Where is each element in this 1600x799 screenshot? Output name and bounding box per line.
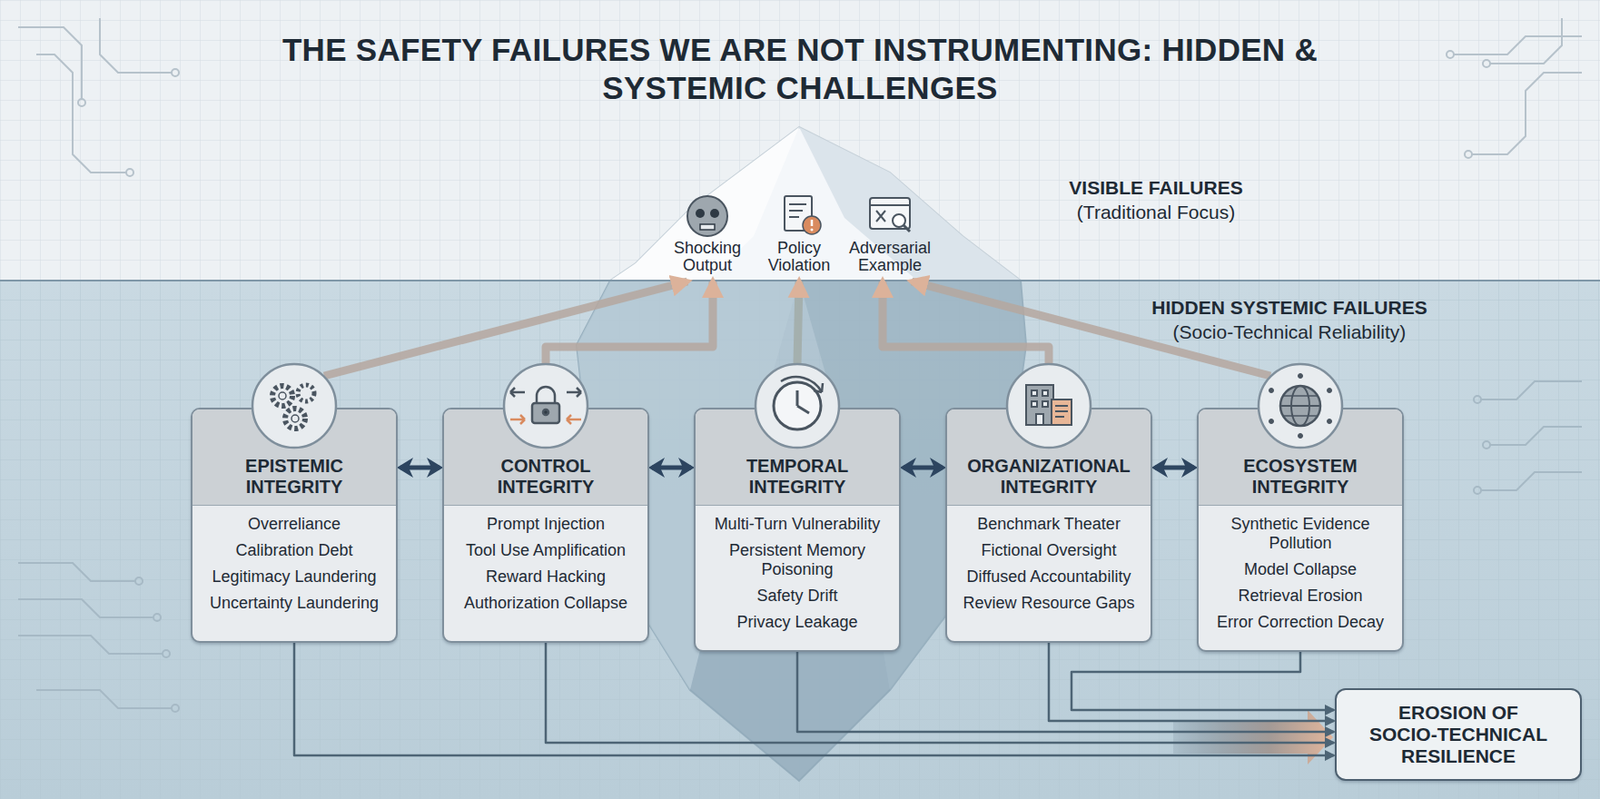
failure-item: Safety Drift: [702, 586, 892, 606]
failure-icon-node: Policy Violation: [751, 239, 847, 275]
category-box: CONTROL INTEGRITY Prompt InjectionTool Us…: [442, 407, 650, 643]
category-icon-circles: [252, 364, 1343, 448]
failure-item: Prompt Injection: [451, 514, 641, 534]
failure-item: Model Collapse: [1205, 560, 1395, 580]
failure-item: Retrieval Erosion: [1205, 586, 1395, 606]
failure-item: Multi-Turn Vulnerability: [702, 514, 892, 534]
failure-icon-node: Adversarial Example: [842, 239, 938, 275]
category-title: ECOSYSTEM INTEGRITY: [1209, 455, 1392, 498]
connector: [1071, 651, 1334, 711]
connector: [1155, 465, 1195, 471]
category-header: EPISTEMIC INTEGRITY: [192, 409, 396, 506]
section-label: (Socio-Technical Reliability): [1173, 320, 1407, 345]
connector: [400, 465, 440, 471]
failure-item: Diffused Accountability: [954, 567, 1144, 587]
outcome-box: EROSION OF SOCIO-TECHNICAL RESILIENCE: [1334, 688, 1582, 781]
document-icon: [784, 196, 821, 235]
category-body: OverrelianceCalibration DebtLegitimacy L…: [192, 505, 396, 632]
outcome-title: EROSION OF SOCIO-TECHNICAL RESILIENCE: [1365, 701, 1552, 768]
connector: [294, 642, 1334, 756]
connector: [1048, 642, 1334, 721]
failure-label: Policy Violation: [751, 239, 847, 275]
failure-label: Shocking Output: [660, 239, 755, 275]
category-header: ORGANIZATIONAL INTEGRITY: [947, 409, 1151, 506]
category-box: ECOSYSTEM INTEGRITY Synthetic Evidence Po…: [1196, 407, 1404, 652]
failure-item: Synthetic Evidence Pollution: [1205, 514, 1395, 554]
failure-item: Overreliance: [199, 514, 389, 534]
failure-item: Calibration Debt: [199, 541, 389, 561]
connector: [651, 465, 692, 471]
waterline: [0, 279, 1600, 282]
category-box: ORGANIZATIONAL INTEGRITY Benchmark Theate…: [945, 407, 1153, 643]
lock-icon: [510, 386, 582, 425]
connector: [545, 642, 1334, 743]
failure-item: Error Correction Decay: [1205, 612, 1395, 633]
failure-item: Uncertainty Laundering: [199, 593, 389, 613]
failure-item: Benchmark Theater: [954, 514, 1144, 534]
failure-item: Legitimacy Laundering: [199, 567, 389, 587]
category-title: EPISTEMIC INTEGRITY: [203, 455, 386, 498]
category-header: ECOSYSTEM INTEGRITY: [1198, 409, 1403, 506]
failure-item: Fictional Oversight: [954, 541, 1144, 561]
gears-icon: [272, 385, 315, 429]
category-title: ORGANIZATIONAL INTEGRITY: [958, 455, 1140, 498]
category-body: Synthetic Evidence PollutionModel Collap…: [1198, 505, 1403, 651]
category-title: CONTROL INTEGRITY: [454, 455, 637, 498]
category-title: TEMPORAL INTEGRITY: [706, 455, 889, 498]
connector: [324, 281, 688, 376]
category-body: Benchmark TheaterFictional OversightDiff…: [947, 505, 1151, 632]
category-box: EPISTEMIC INTEGRITY OverrelianceCalibrati…: [190, 407, 398, 643]
section-label: HIDDEN SYSTEMIC FAILURES: [1151, 296, 1427, 320]
category-box: TEMPORAL INTEGRITY Multi-Turn Vulnerabili…: [693, 407, 901, 652]
connector: [903, 465, 943, 471]
globe-icon: [1269, 374, 1333, 439]
skull-icon: [687, 196, 728, 237]
section-label: VISIBLE FAILURES: [1068, 176, 1243, 200]
category-header: CONTROL INTEGRITY: [444, 409, 648, 506]
section-label: (Traditional Focus): [1076, 200, 1235, 225]
category-body: Multi-Turn VulnerabilityPersistent Memor…: [695, 505, 899, 651]
failure-label: Adversarial Example: [842, 239, 938, 275]
category-header: TEMPORAL INTEGRITY: [695, 409, 899, 506]
clock-icon: [773, 376, 823, 430]
failure-item: Reward Hacking: [451, 567, 641, 587]
failure-item: Privacy Leakage: [702, 612, 892, 633]
failure-icon-node: Shocking Output: [660, 239, 755, 275]
magnifier-window-icon: [869, 197, 910, 232]
connector: [545, 281, 713, 365]
failure-item: Review Resource Gaps: [954, 593, 1144, 613]
failure-item: Tool Use Amplification: [451, 541, 641, 561]
category-body: Prompt InjectionTool Use AmplificationRe…: [444, 505, 648, 632]
failure-item: Authorization Collapse: [451, 593, 641, 613]
building-document-icon: [1026, 385, 1072, 425]
failure-item: Persistent Memory Poisoning: [702, 541, 892, 580]
connector: [797, 281, 800, 365]
diagram-title: THE SAFETY FAILURES WE ARE NOT INSTRUMEN…: [277, 30, 1323, 108]
